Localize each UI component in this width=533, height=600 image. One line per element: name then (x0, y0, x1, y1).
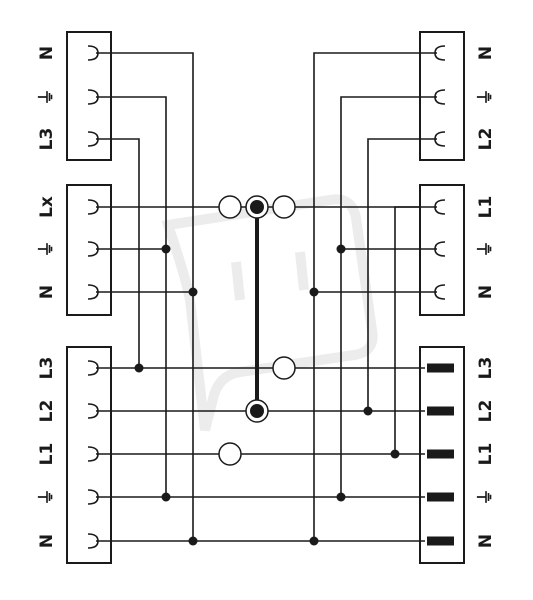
selector-rings (218, 195, 296, 466)
terminal-socket (87, 45, 99, 61)
terminal-label: L2 (476, 400, 496, 423)
terminal-block-top-left (66, 31, 112, 161)
plug-pin (427, 363, 454, 373)
terminal-socket (434, 131, 446, 147)
plug-pin (427, 536, 454, 546)
terminal-block-bottom-left (66, 346, 112, 564)
terminal-label: L1 (37, 443, 57, 466)
terminal-label: ⏚ (37, 89, 57, 106)
terminal-label: ⏚ (476, 89, 496, 106)
terminal-label: N (476, 285, 496, 299)
terminal-socket (434, 199, 446, 215)
terminal-socket (87, 241, 99, 257)
terminal-socket (87, 360, 99, 376)
terminal-label: N (476, 534, 496, 548)
plug-pin (427, 406, 454, 416)
plug-pin (427, 449, 454, 459)
terminal-label: L1 (476, 196, 496, 219)
terminal-label: L2 (37, 400, 57, 423)
terminal-label: N (476, 46, 496, 60)
terminal-socket (434, 241, 446, 257)
terminal-socket (87, 131, 99, 147)
terminal-label: L3 (37, 357, 57, 380)
terminal-label: Lx (37, 196, 57, 218)
junction-dots (134, 244, 400, 546)
terminal-socket (87, 489, 99, 505)
terminal-socket (87, 403, 99, 419)
terminal-socket (87, 89, 99, 105)
terminal-label: L3 (37, 128, 57, 151)
terminal-label: ⏚ (476, 489, 496, 506)
terminal-socket (87, 446, 99, 462)
pins (427, 363, 454, 546)
terminal-socket (434, 89, 446, 105)
terminal-label: ⏚ (37, 489, 57, 506)
terminal-label: L2 (476, 128, 496, 151)
terminal-label: N (37, 534, 57, 548)
terminal-socket (434, 45, 446, 61)
terminal-socket (434, 284, 446, 300)
sockets (87, 45, 446, 549)
terminal-label: ⏚ (476, 241, 496, 258)
plug-pin (427, 492, 454, 502)
terminal-label: N (37, 46, 57, 60)
terminal-label: N (37, 285, 57, 299)
terminal-label: L1 (476, 443, 496, 466)
terminal-block-mid-right (419, 184, 465, 316)
wires (96, 52, 437, 542)
terminal-socket (87, 533, 99, 549)
terminal-block-mid-left (66, 184, 112, 316)
terminal-block-top-right (419, 31, 465, 161)
terminal-socket (87, 199, 99, 215)
terminal-label: L3 (476, 357, 496, 380)
terminal-socket (87, 284, 99, 300)
terminal-label: ⏚ (37, 241, 57, 258)
watermark-logo (161, 194, 378, 432)
